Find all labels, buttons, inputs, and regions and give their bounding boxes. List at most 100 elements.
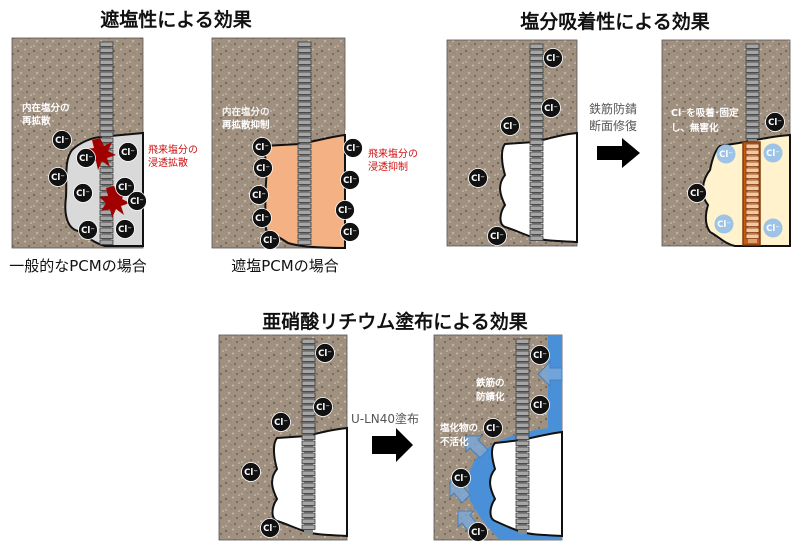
- ion-label: Cl⁻: [486, 424, 500, 434]
- chloride-ion: Cl⁻: [48, 167, 68, 187]
- chloride-ion: Cl⁻: [73, 183, 93, 203]
- rebar-rib: [515, 458, 530, 464]
- rebar-rib: [297, 65, 312, 71]
- rebar-rib: [99, 71, 114, 77]
- title-lithium-nitrite: 亜硝酸リチウム塗布による効果: [262, 310, 527, 333]
- rebar-rib: [99, 107, 114, 113]
- rebar-rib: [301, 428, 316, 434]
- ion-label: Cl⁻: [255, 214, 269, 224]
- penetration-arrow-icon: [465, 435, 489, 459]
- rebar-rib: [297, 209, 312, 215]
- rebar-rib: [297, 215, 312, 221]
- rebar-rib: [297, 125, 312, 131]
- label-internal-salt-2: 再拡散: [22, 115, 51, 127]
- rebar-rib: [515, 434, 530, 440]
- rebar-rib: [745, 97, 760, 103]
- rebar-rib: [99, 131, 114, 137]
- rebar-rib: [301, 506, 316, 512]
- rebar-rib: [301, 422, 316, 428]
- ion-label: Cl⁻: [346, 144, 360, 154]
- rebar-rib: [745, 173, 760, 179]
- rebar-core: [102, 42, 111, 244]
- rebar-rib: [745, 167, 760, 173]
- rebar-rib: [529, 211, 544, 217]
- chloride-ion: Cl⁻: [468, 522, 488, 542]
- rebar: [301, 338, 316, 534]
- adsorbed-chloride-ion: Cl⁻: [763, 143, 783, 163]
- rebar: [529, 43, 544, 241]
- chloride-ion: Cl⁻: [253, 158, 273, 178]
- rebar-rib: [529, 139, 544, 145]
- rebar-rib: [301, 344, 316, 350]
- corrosion-burst-icon: [85, 138, 116, 170]
- ion-label: Cl⁻: [490, 232, 504, 242]
- label-rust-prevention: 鉄筋の: [476, 377, 505, 389]
- rebar-rib: [99, 95, 114, 101]
- rebar-rib: [99, 233, 114, 239]
- ion-label: Cl⁻: [454, 474, 468, 484]
- rebar-rib: [745, 149, 760, 155]
- ion-label: Cl⁻: [471, 528, 485, 538]
- rebar-rib: [301, 482, 316, 488]
- ion-label: Cl⁻: [130, 197, 144, 207]
- ion-label: Cl⁻: [263, 236, 277, 246]
- rebar-rib: [515, 422, 530, 428]
- rebar: [515, 338, 530, 534]
- rebar-rib: [745, 209, 760, 215]
- rebar-rib: [297, 197, 312, 203]
- rebar-rib: [745, 179, 760, 185]
- rebar-rib: [515, 476, 530, 482]
- rebar-rib: [529, 151, 544, 157]
- rebar-rib: [529, 145, 544, 151]
- rebar-rib: [301, 404, 316, 410]
- rebar-rib: [515, 524, 530, 530]
- rebar-rib: [99, 239, 114, 245]
- ion-label: Cl⁻: [121, 148, 135, 158]
- rebar-rib: [515, 494, 530, 500]
- rebar-rib: [529, 181, 544, 187]
- ion-label: Cl⁻: [690, 189, 704, 199]
- ion-label: Cl⁻: [118, 183, 132, 193]
- rebar-rib: [515, 446, 530, 452]
- chloride-ion: Cl⁻: [340, 170, 360, 190]
- chloride-ion: Cl⁻: [115, 219, 135, 239]
- rebar-rib: [99, 227, 114, 233]
- chloride-ion: Cl⁻: [340, 222, 360, 242]
- rebar-rib: [745, 55, 760, 61]
- chloride-ion: Cl⁻: [249, 185, 269, 205]
- chloride-ion: Cl⁻: [78, 220, 98, 240]
- rebar-rib: [529, 169, 544, 175]
- rebar-rib: [297, 191, 312, 197]
- ion-label: Cl⁻: [719, 150, 733, 160]
- rebar-rib: [745, 73, 760, 79]
- title-salt-shielding: 遮塩性による効果: [100, 8, 251, 31]
- rebar-rib: [745, 115, 760, 121]
- rebar-core: [300, 42, 309, 244]
- rebar-rib: [745, 85, 760, 91]
- rebar-rib: [99, 41, 114, 47]
- rebar-rib: [99, 125, 114, 131]
- rebar-rib: [515, 452, 530, 458]
- rebar-rib: [745, 215, 760, 221]
- rebar-rib: [529, 217, 544, 223]
- chloride-ion: Cl⁻: [468, 168, 488, 188]
- rebar-rib: [297, 101, 312, 107]
- rebar-rib: [515, 500, 530, 506]
- chloride-ion: Cl⁻: [252, 208, 272, 228]
- ion-label: Cl⁻: [503, 122, 517, 132]
- rebar-rib: [297, 233, 312, 239]
- rebar: [745, 43, 760, 142]
- adsorbed-chloride-ion: Cl⁻: [714, 214, 734, 234]
- rebar-rib: [301, 476, 316, 482]
- rebar-rib: [297, 59, 312, 65]
- rebar-rib: [301, 464, 316, 470]
- rebar-rib: [515, 398, 530, 404]
- rebar-rib: [529, 199, 544, 205]
- chloride-ion: Cl⁻: [500, 116, 520, 136]
- rebar-rib: [529, 205, 544, 211]
- rebar-rib: [529, 115, 544, 121]
- rebar-rib: [297, 113, 312, 119]
- rebar-rib: [529, 43, 544, 49]
- chloride-ion: Cl⁻: [483, 418, 503, 438]
- panel-general-pcm: 内在塩分の 再拡散 飛来塩分の 浸透拡散: [11, 37, 198, 249]
